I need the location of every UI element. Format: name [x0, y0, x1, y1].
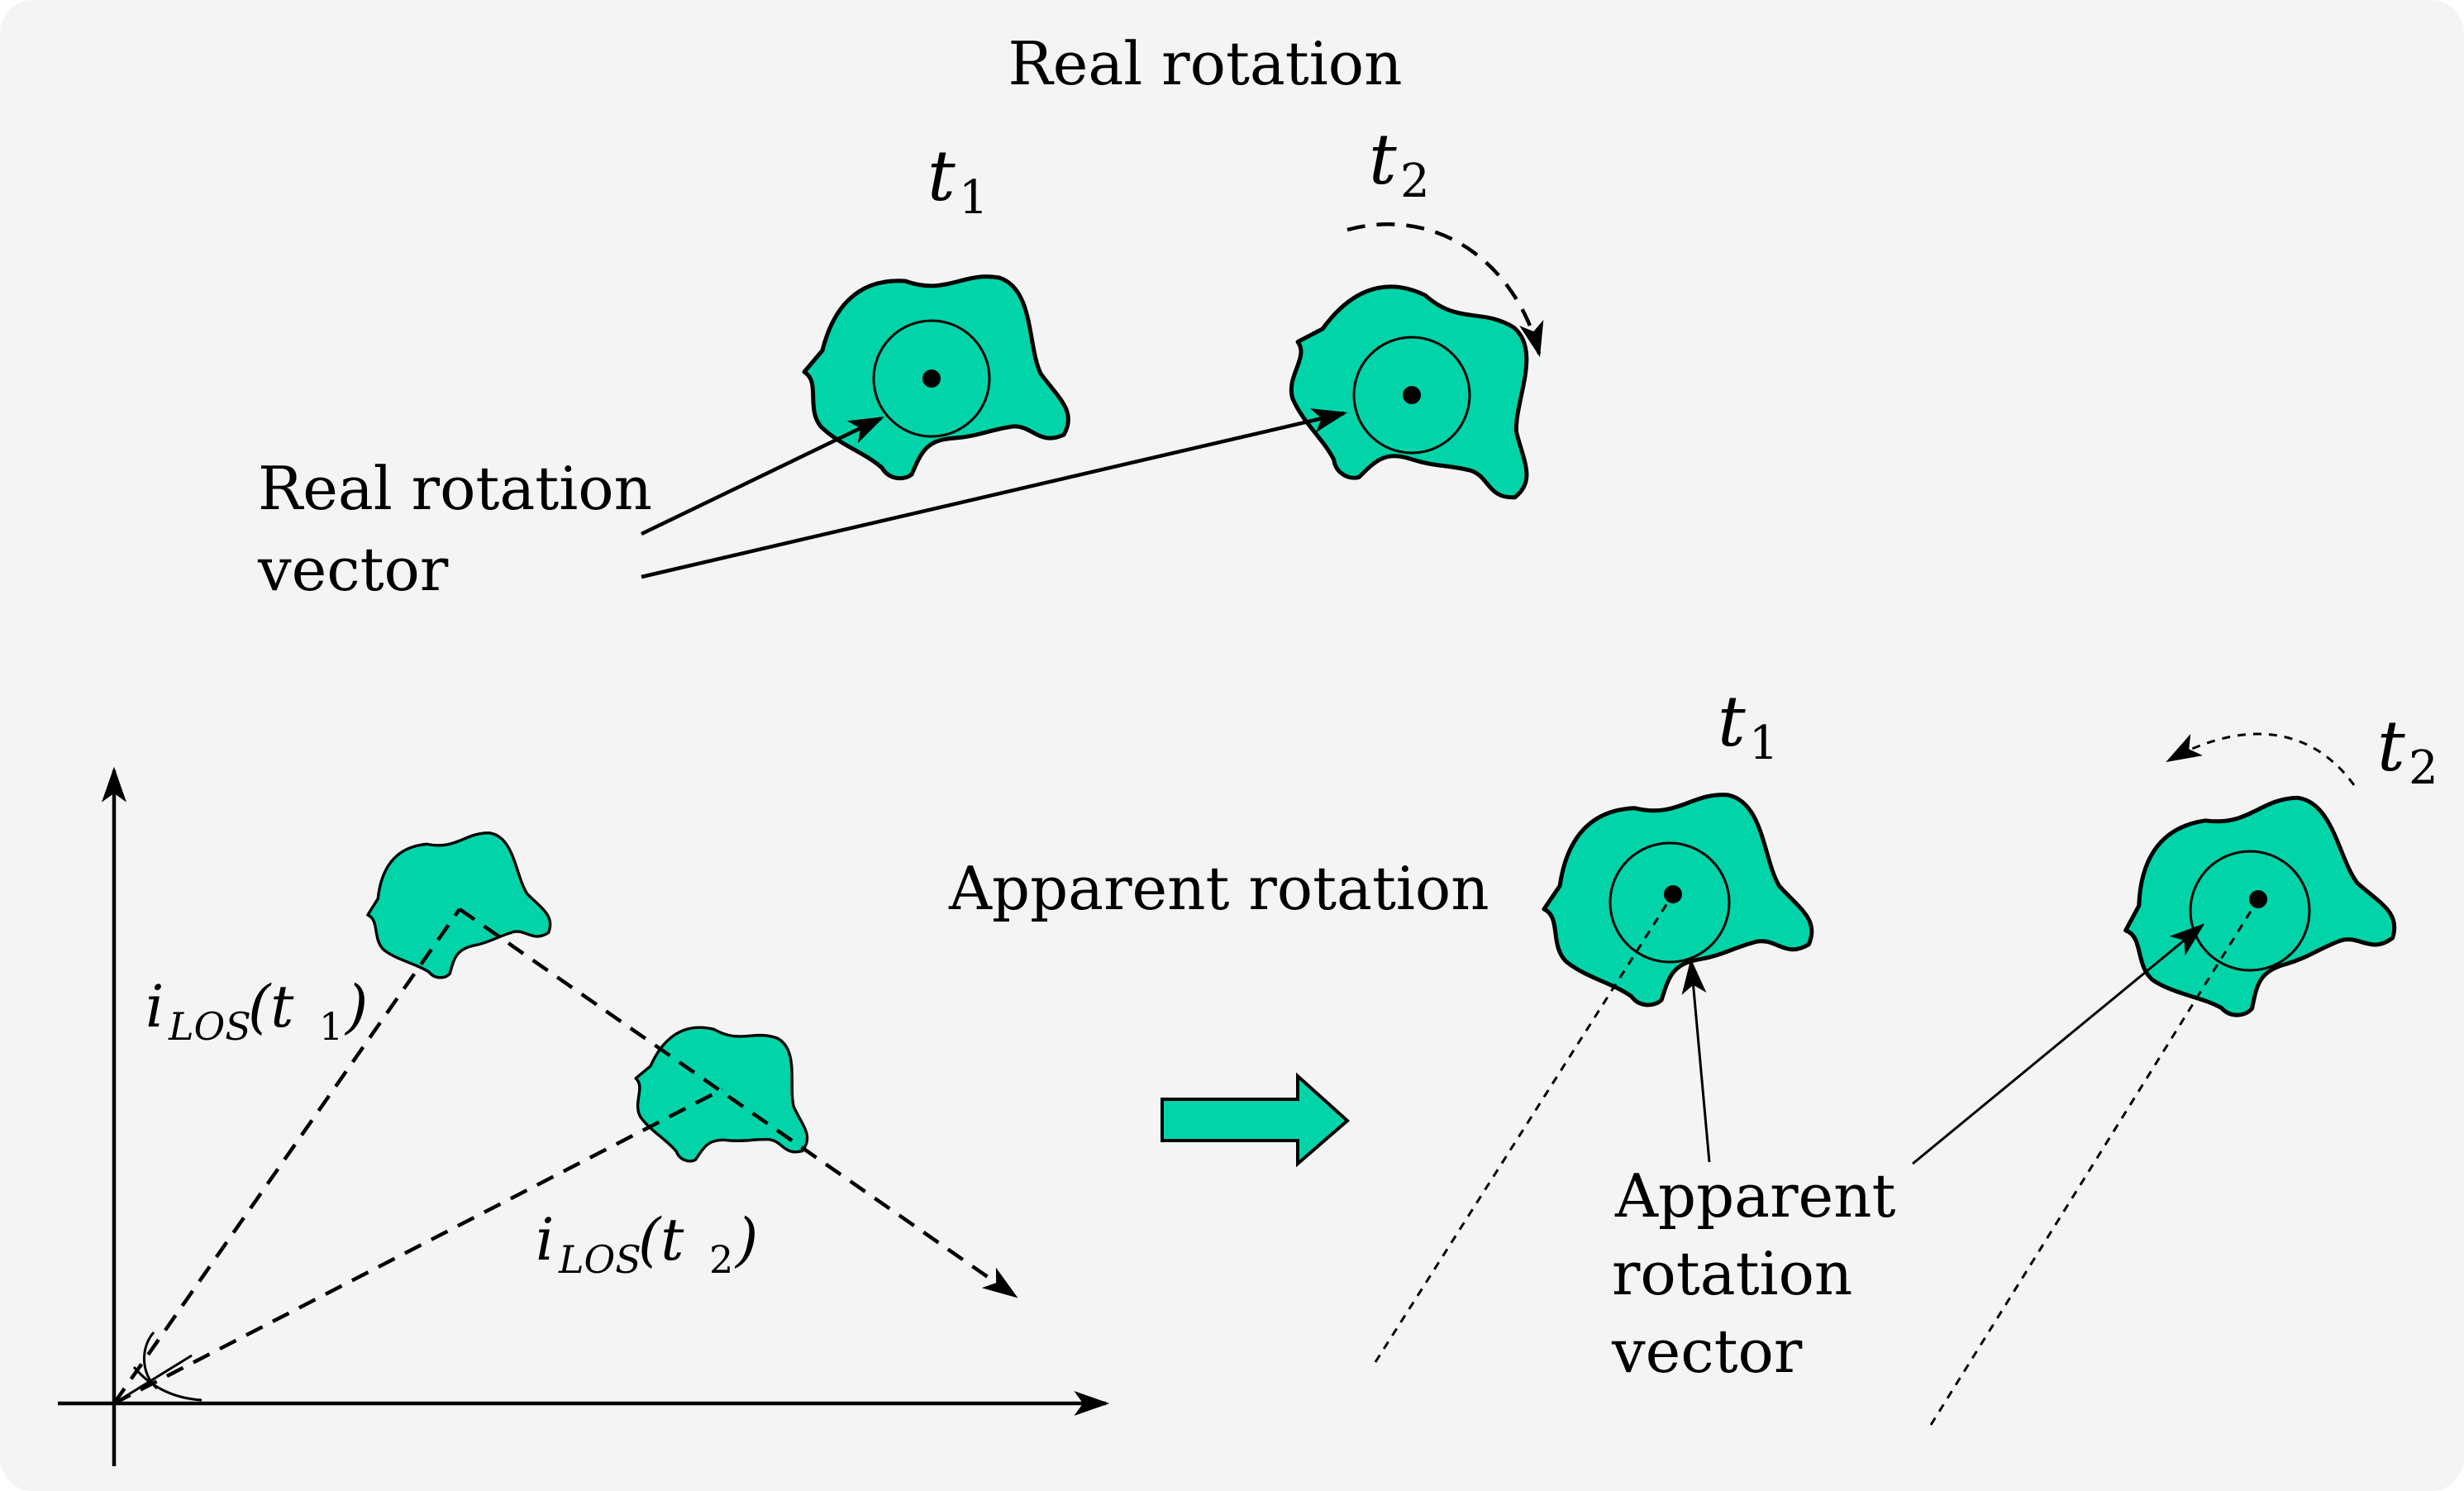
top-body-t2-center-dot — [1403, 386, 1421, 404]
apparent-rotation-section: Apparent rotation t 1 t 2 Apparent rotat… — [948, 681, 2438, 1426]
los-2-argument: (t — [638, 1206, 684, 1274]
apparent-los-line-1 — [1374, 893, 1675, 1363]
bottom-body-t2 — [2106, 782, 2406, 1034]
top-time-1-subscript: 1 — [959, 171, 989, 225]
top-time-1-label: t 1 — [927, 136, 989, 225]
bottom-time-1-symbol: t — [1718, 681, 1746, 762]
trajectory-line — [458, 907, 1018, 1298]
real-rotation-title: Real rotation — [1008, 29, 1403, 98]
bottom-time-2-subscript: 2 — [2409, 741, 2438, 795]
real-rotation-vector-label-line2: vector — [257, 535, 449, 604]
body-ring — [1609, 841, 1731, 964]
bottom-time-2-label: t 2 — [2377, 706, 2438, 795]
top-body-t2 — [1258, 254, 1579, 540]
bottom-time-2-symbol: t — [2377, 706, 2405, 787]
body-center-dot — [922, 369, 941, 388]
body-ring — [872, 319, 991, 438]
los-1-close: ) — [344, 973, 368, 1041]
real-rotation-vector-arrow-2 — [641, 408, 1348, 579]
real-rotation-section: Real rotation t 1 t 2 Real rotation vect… — [257, 29, 1579, 604]
top-time-1-symbol: t — [927, 136, 956, 217]
rotation-arrow-icon — [1346, 222, 1544, 358]
los-label-t2: i LOS (t 2 ) — [536, 1206, 758, 1282]
bottom-time-1-label: t 1 — [1718, 681, 1779, 770]
los-2-subscript: LOS — [558, 1237, 641, 1282]
angle-arc-2 — [132, 1366, 203, 1402]
apparent-rotation-vector-label-line3: vector — [1611, 1317, 1803, 1386]
los-line-2 — [112, 1088, 724, 1405]
apparent-rotation-title: Apparent rotation — [948, 854, 1489, 923]
body-ring — [2189, 850, 2311, 972]
top-body-t1 — [804, 277, 1068, 479]
top-time-2-symbol: t — [1369, 119, 1397, 200]
real-rotation-vector-arrow-1 — [641, 416, 884, 536]
bottom-time-1-subscript: 1 — [1749, 717, 1779, 770]
los-1-subscript: LOS — [168, 1004, 251, 1049]
los-2-argument-subscript: 2 — [709, 1237, 733, 1282]
body-ring — [1352, 336, 1471, 455]
los-2-symbol: i — [536, 1206, 554, 1274]
los-1-argument-subscript: 1 — [319, 1004, 343, 1049]
top-time-2-label: t 2 — [1369, 119, 1430, 208]
los-label-t1: i LOS (t 1 ) — [145, 973, 368, 1049]
los-1-symbol: i — [145, 973, 164, 1041]
apparent-rotation-vector-label-line1: Apparent — [1614, 1161, 1896, 1231]
los-1-argument: (t — [248, 973, 294, 1041]
apparent-rotation-arrow-icon — [2166, 732, 2356, 786]
top-time-2-subscript: 2 — [1400, 155, 1430, 208]
bottom-body-t1 — [1534, 787, 1818, 1015]
los-line-1 — [112, 907, 461, 1405]
line-of-sight-section: i LOS (t 1 ) i LOS (t 2 ) — [58, 766, 1110, 1466]
apparent-rotation-vector-label-line2: rotation — [1612, 1239, 1852, 1308]
transition-arrow-icon — [1161, 1072, 1351, 1168]
real-rotation-vector-label-line1: Real rotation — [258, 454, 652, 523]
los-2-close: ) — [734, 1206, 758, 1274]
apparent-rotation-vector-arrow-2 — [1912, 923, 2205, 1165]
apparent-rotation-vector-arrow-1 — [1681, 958, 1711, 1163]
